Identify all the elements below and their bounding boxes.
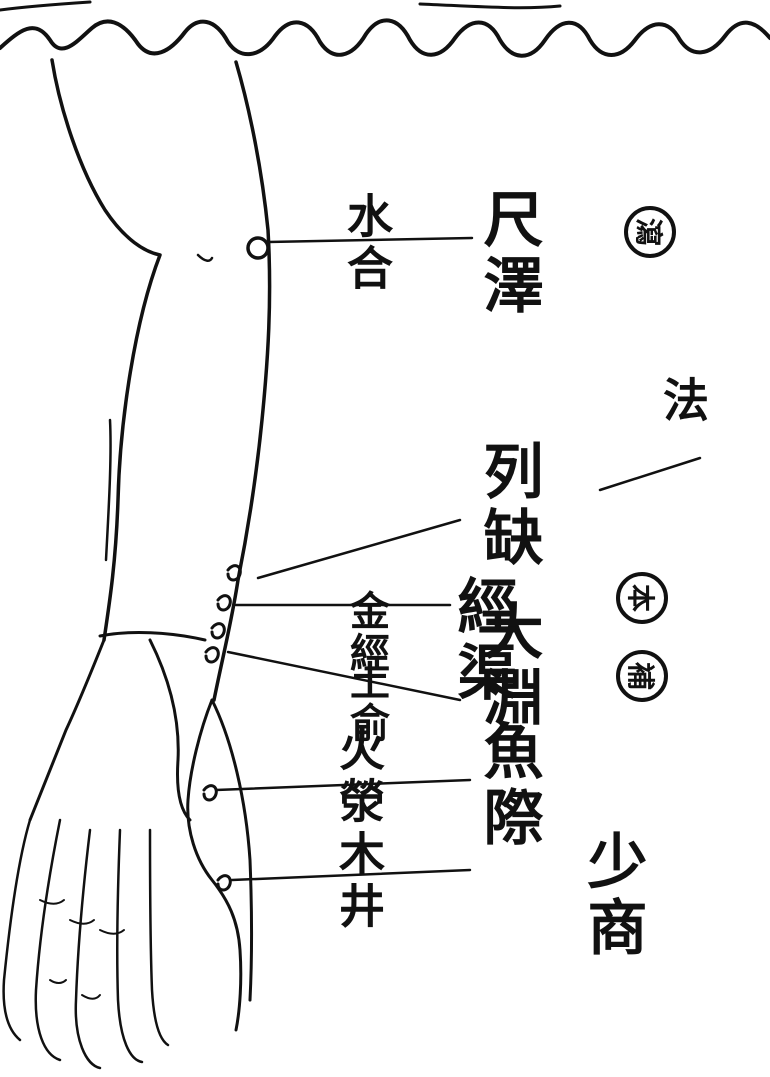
label-lieque: 列缺: [478, 440, 538, 572]
seal-chize: 瀉: [624, 206, 676, 258]
element-shui: 水合: [344, 192, 390, 296]
chize-point: [248, 238, 268, 258]
mark-fa: 法: [660, 376, 706, 428]
label-shaoshang: 少商: [582, 830, 642, 962]
element-mu: 木井: [336, 830, 382, 934]
wrist-points: [206, 566, 240, 662]
thumb: [188, 700, 252, 1030]
arm-fold: [106, 255, 212, 560]
wrist-crease: [100, 633, 205, 640]
cloud-edge-inner: [0, 2, 560, 10]
seal-jingqu: 本: [616, 572, 668, 624]
element-tu: 土俞: [346, 660, 386, 744]
label-jingqu: 經渠: [452, 575, 512, 707]
label-yuji: 魚際: [478, 720, 538, 852]
hand-palm: [30, 640, 190, 820]
fingers: [4, 820, 168, 1068]
leader-lines: [216, 238, 700, 880]
label-chize: 尺澤: [478, 188, 538, 320]
cloud-edge: [0, 20, 770, 55]
seal-taiyuan: 補: [616, 650, 668, 702]
